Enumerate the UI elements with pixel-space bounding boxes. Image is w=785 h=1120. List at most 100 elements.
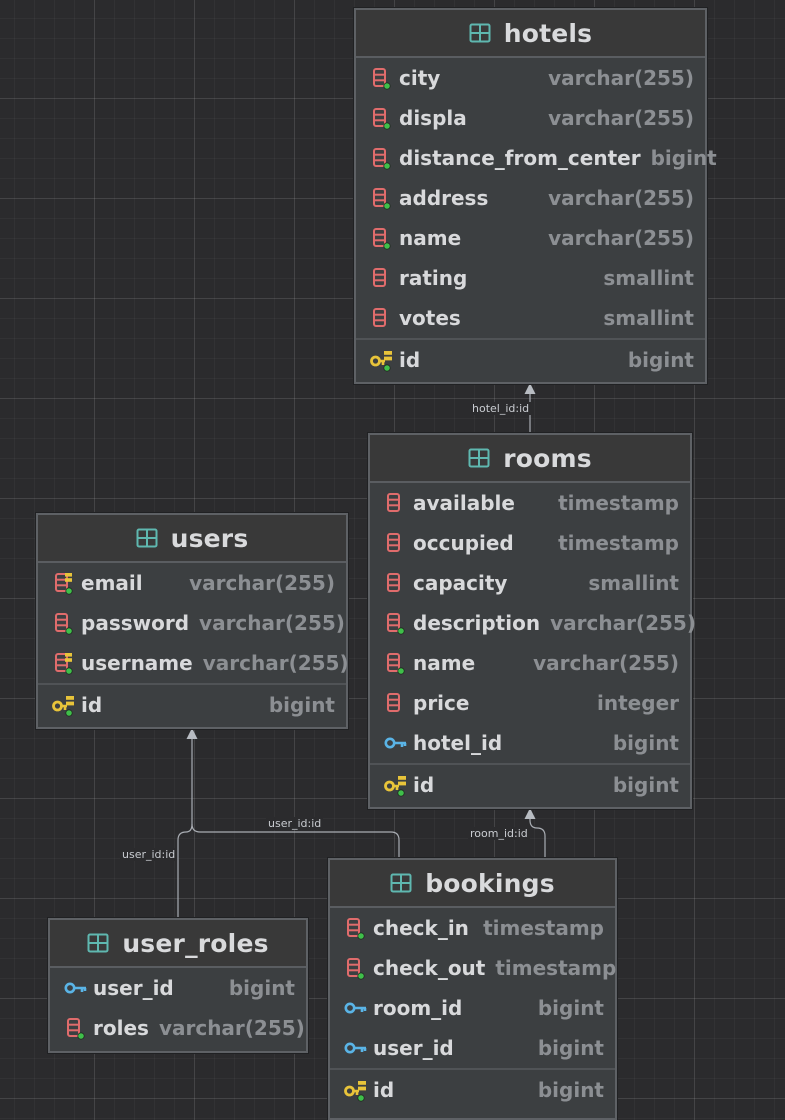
column-type: bigint [537,1036,604,1060]
unique-column-icon [55,573,73,595]
table-title: rooms [503,443,592,473]
column-name: user_id [373,1036,454,1060]
column-icon [373,148,391,170]
foreign-key-icon [344,1002,367,1014]
primary-key-icon [370,350,392,372]
primary-key-icon [384,775,406,797]
column-type: bigint [612,772,679,797]
table-icon [136,528,158,548]
column-name: address [399,186,489,210]
column-name: user_id [93,976,174,1000]
column-type: varchar(255) [533,651,679,675]
table-title: hotels [503,18,593,48]
column-type: varchar(255) [199,611,345,635]
column-name: city [399,66,441,90]
column-type: varchar(255) [548,226,694,250]
column-icon [347,918,365,940]
relation-label-user-roles-users: user_id:id [120,848,178,861]
column-icon [387,533,400,552]
column-row[interactable]: user_id bigint [330,1028,615,1068]
column-name: votes [399,306,461,330]
column-name: price [413,691,470,715]
column-name: email [81,571,143,595]
column-type: varchar(255) [548,66,694,90]
column-icon [387,613,405,635]
table-header[interactable]: bookings [330,860,615,908]
relation-arrow-rooms [524,808,536,819]
relation-label-bookings-users: user_id:id [266,817,324,830]
column-type: varchar(255) [550,611,696,635]
primary-key-row[interactable]: id bigint [370,763,690,804]
table-bookings[interactable]: bookings check_in timestamp check_out times… [328,858,617,1120]
column-name: room_id [373,996,463,1020]
table-header[interactable]: rooms [370,435,690,483]
column-icon [387,653,405,675]
column-row[interactable]: price integer [370,683,690,723]
relation-label-rooms-hotels: hotel_id:id [470,402,532,415]
column-row[interactable]: city varchar(255) [356,58,705,98]
column-name: password [81,611,190,635]
column-row[interactable]: room_id bigint [330,988,615,1028]
column-row[interactable]: check_out timestamp [330,948,617,988]
column-type: integer [597,691,679,715]
column-type: timestamp [495,956,617,980]
column-icon [373,68,391,90]
column-type: smallint [588,571,679,595]
column-icon [373,228,391,250]
foreign-key-icon [64,982,87,994]
column-type: bigint [537,1077,604,1102]
relation-line-bookings-rooms[interactable] [529,817,546,858]
column-type: smallint [603,306,694,330]
column-type: bigint [650,146,717,170]
column-icon [387,693,400,712]
column-name: id [413,772,435,797]
unique-column-icon [55,653,73,675]
column-icon [387,573,400,592]
table-header[interactable]: hotels [356,10,705,58]
table-header[interactable]: user_roles [50,920,306,968]
column-name: check_in [373,916,469,940]
column-row[interactable]: check_in timestamp [330,908,615,948]
column-row[interactable]: distance_from_center bigint [356,138,717,178]
column-name: distance_from_center [399,146,641,170]
table-header[interactable]: users [38,515,346,563]
column-name: check_out [373,956,486,980]
table-icon [469,23,491,43]
column-icon [373,268,386,287]
foreign-key-icon [384,737,407,749]
relation-line-user-roles-users[interactable] [177,737,193,918]
foreign-key-icon [344,1042,367,1054]
column-type: timestamp [483,916,604,940]
column-row[interactable]: password varchar(255) [38,603,346,643]
column-row[interactable]: votes smallint [356,298,705,338]
column-list: check_in timestamp check_out timestamp room_… [330,908,617,1109]
column-name: displa [399,106,467,130]
table-title: users [170,523,249,553]
column-type: bigint [537,996,604,1020]
